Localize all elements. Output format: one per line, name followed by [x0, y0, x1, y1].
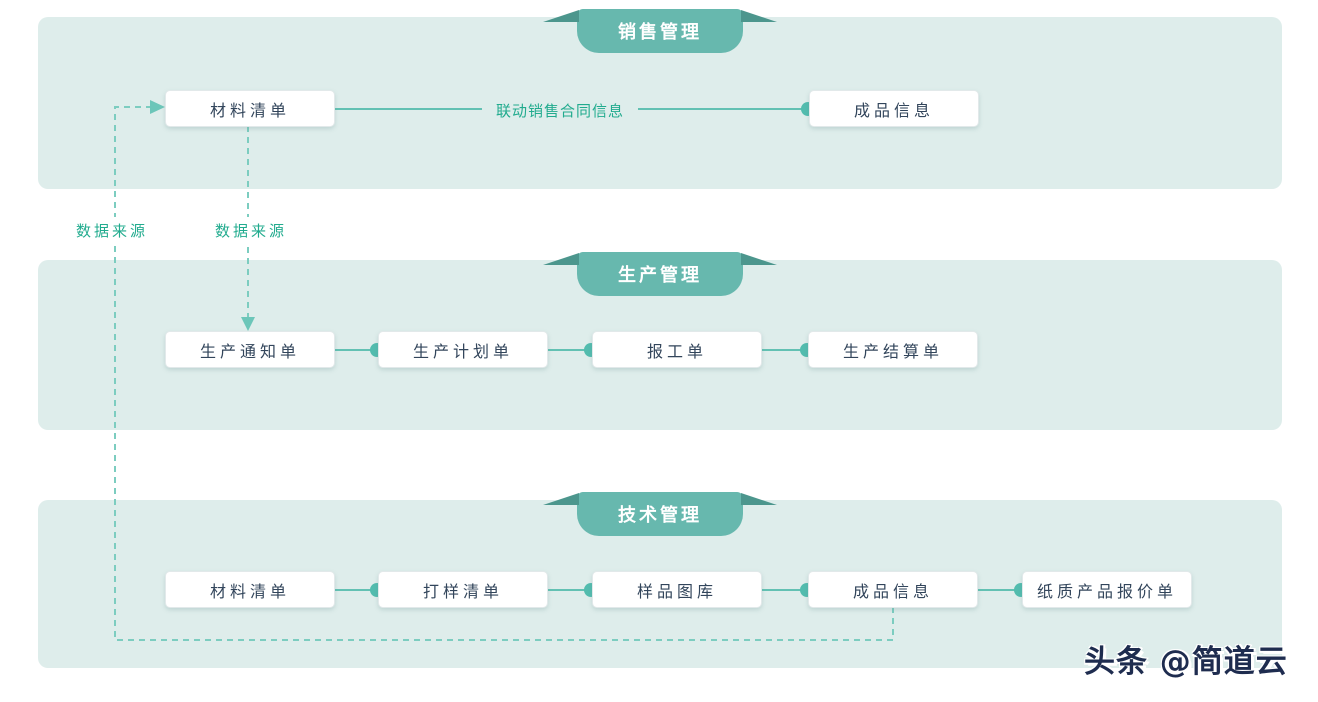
- data-source-loop-path: [114, 106, 894, 641]
- node-production-plan: 生产计划单: [378, 331, 548, 368]
- node-sample-list: 打样清单: [378, 571, 548, 608]
- edge-label-data-source-left: 数据来源: [71, 217, 153, 244]
- connector-production-1: [335, 343, 384, 357]
- connector-technology-1: [335, 583, 384, 597]
- edge-label-sales-link: 联动销售合同信息: [481, 98, 639, 123]
- connector-production-3: [762, 343, 814, 357]
- node-work-report: 报工单: [592, 331, 762, 368]
- watermark-text: 头条 @简道云: [1084, 644, 1288, 680]
- band-technology-ribbon: 技术管理: [543, 492, 777, 536]
- edge-label-data-source-right: 数据来源: [210, 217, 292, 244]
- connector-technology-3: [762, 583, 814, 597]
- node-finished-product-sales: 成品信息: [809, 90, 979, 127]
- node-sample-gallery: 样品图库: [592, 571, 762, 608]
- node-paper-product-quote: 纸质产品报价单: [1022, 571, 1192, 608]
- arrow-down-icon: [241, 317, 255, 331]
- band-sales-ribbon: 销售管理: [543, 9, 777, 53]
- connector-production-2: [548, 343, 598, 357]
- node-material-list-tech: 材料清单: [165, 571, 335, 608]
- node-material-list-sales: 材料清单: [165, 90, 335, 127]
- connector-technology-4: [978, 583, 1028, 597]
- node-production-settlement: 生产结算单: [808, 331, 978, 368]
- band-production-title: 生产管理: [577, 252, 743, 296]
- band-production-ribbon: 生产管理: [543, 252, 777, 296]
- band-sales-title: 销售管理: [577, 9, 743, 53]
- node-finished-product-tech: 成品信息: [808, 571, 978, 608]
- arrow-right-icon: [150, 100, 165, 114]
- node-production-notice: 生产通知单: [165, 331, 335, 368]
- connector-technology-2: [548, 583, 598, 597]
- band-technology-title: 技术管理: [577, 492, 743, 536]
